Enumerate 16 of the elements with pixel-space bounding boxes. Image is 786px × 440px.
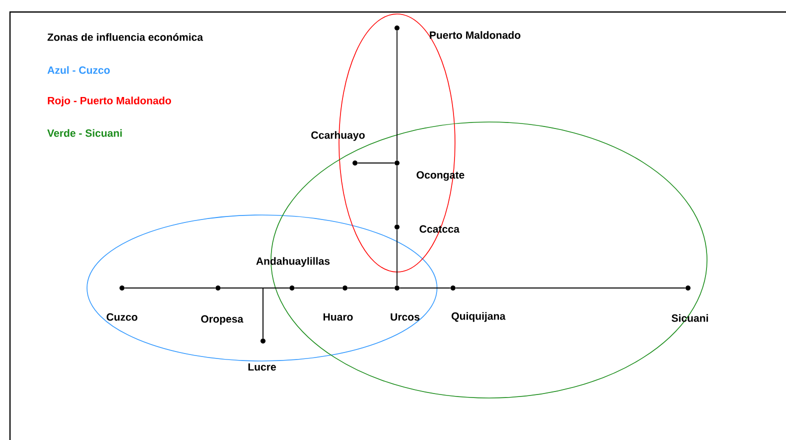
legend-title: Zonas de influencia económica: [48, 33, 204, 41]
road-line: [396, 30, 398, 161]
road-line: [396, 165, 398, 225]
road-line: [396, 229, 398, 286]
town-label: Oropesa: [201, 315, 244, 325]
town-label: Cuzco: [106, 313, 138, 321]
town-label: Urcos: [390, 313, 420, 321]
town-label: Huaro: [324, 313, 353, 321]
road-line: [262, 288, 290, 339]
town-label: Lucre: [248, 363, 276, 371]
legend-entry: Rojo - Puerto Maldonado: [48, 96, 172, 106]
town-label: Quiquijana: [452, 312, 506, 322]
legend-entry: Verde - Sicuani: [47, 129, 122, 137]
legend-entry: Azul - Cuzco: [47, 66, 110, 74]
town-label: Puerto Maldonado: [430, 31, 520, 39]
road-line: [357, 162, 395, 164]
